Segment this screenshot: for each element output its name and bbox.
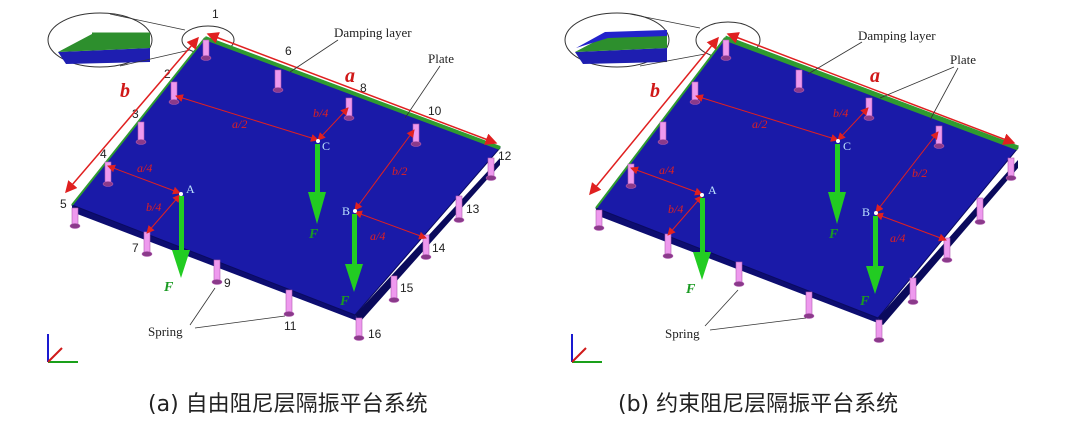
svg-text:6: 6 (285, 44, 292, 58)
svg-text:b/4: b/4 (313, 106, 328, 120)
svg-text:11: 11 (284, 319, 297, 333)
svg-text:10: 10 (428, 104, 442, 118)
dim-b-label-b: b (650, 80, 660, 102)
dim-a-label: a (345, 65, 355, 87)
svg-text:12: 12 (498, 149, 512, 163)
labels-a: Damping layer Plate Spring (148, 25, 454, 339)
svg-text:1: 1 (212, 7, 219, 21)
point-c-label-b: C (843, 139, 851, 153)
svg-text:16: 16 (368, 327, 382, 341)
svg-text:b/2: b/2 (912, 166, 927, 180)
forces-a: A F C F B F (163, 139, 363, 309)
point-a-label-b: A (708, 183, 717, 197)
caption-b: (b) 约束阻尼层隔振平台系统 (618, 392, 899, 417)
svg-text:a/4: a/4 (659, 163, 674, 177)
svg-text:14: 14 (432, 241, 446, 255)
svg-text:7: 7 (132, 241, 139, 255)
svg-text:F: F (163, 280, 174, 295)
svg-text:a/4: a/4 (370, 229, 385, 243)
damping-layer-label-b: Damping layer (858, 28, 936, 43)
svg-text:F: F (828, 227, 839, 242)
labels-b: Damping layer Plate Spring (665, 28, 976, 341)
panel-a: 1 2 3 4 5 6 7 8 9 10 11 12 13 14 15 16 a… (47, 7, 512, 363)
svg-text:b/4: b/4 (146, 200, 161, 214)
svg-text:b/4: b/4 (833, 106, 848, 120)
dim-a-label-b: a (870, 65, 880, 87)
svg-text:b/4: b/4 (668, 202, 683, 216)
svg-text:F: F (339, 294, 350, 309)
panel-b: a b a/2 b/4 a/4 b/4 b/2 a/4 A F C F (564, 12, 1019, 363)
point-c-label: C (322, 139, 330, 153)
svg-text:a/4: a/4 (890, 231, 905, 245)
svg-text:a/2: a/2 (232, 117, 247, 131)
spring-label-b: Spring (665, 326, 700, 341)
svg-text:a/4: a/4 (137, 161, 152, 175)
plate-label-a: Plate (428, 51, 454, 66)
svg-text:15: 15 (400, 281, 414, 295)
svg-text:F: F (685, 282, 696, 297)
dimensions-b: a b a/2 b/4 a/4 b/4 b/2 a/4 (589, 32, 1016, 245)
svg-text:b/2: b/2 (392, 164, 407, 178)
axes-triad-a (47, 334, 78, 363)
svg-text:5: 5 (60, 197, 67, 211)
svg-text:a/2: a/2 (752, 117, 767, 131)
point-a-label: A (186, 182, 195, 196)
svg-text:13: 13 (466, 202, 480, 216)
dim-b-label: b (120, 80, 130, 102)
axes-triad-b (571, 334, 602, 363)
damping-layer-label-a: Damping layer (334, 25, 412, 40)
spring-label-a: Spring (148, 324, 183, 339)
dimensions-a: a b a/2 b/4 a/4 b/4 b/2 a/4 (65, 32, 498, 243)
svg-text:F: F (859, 294, 870, 309)
plate-a (71, 36, 501, 322)
forces-b: A F C F B F (685, 139, 884, 309)
point-b-label: B (342, 204, 350, 218)
svg-text:F: F (308, 227, 319, 242)
svg-text:9: 9 (224, 276, 231, 290)
plate-label-b: Plate (950, 52, 976, 67)
caption-a: (a) 自由阻尼层隔振平台系统 (148, 392, 428, 417)
point-b-label-b: B (862, 205, 870, 219)
